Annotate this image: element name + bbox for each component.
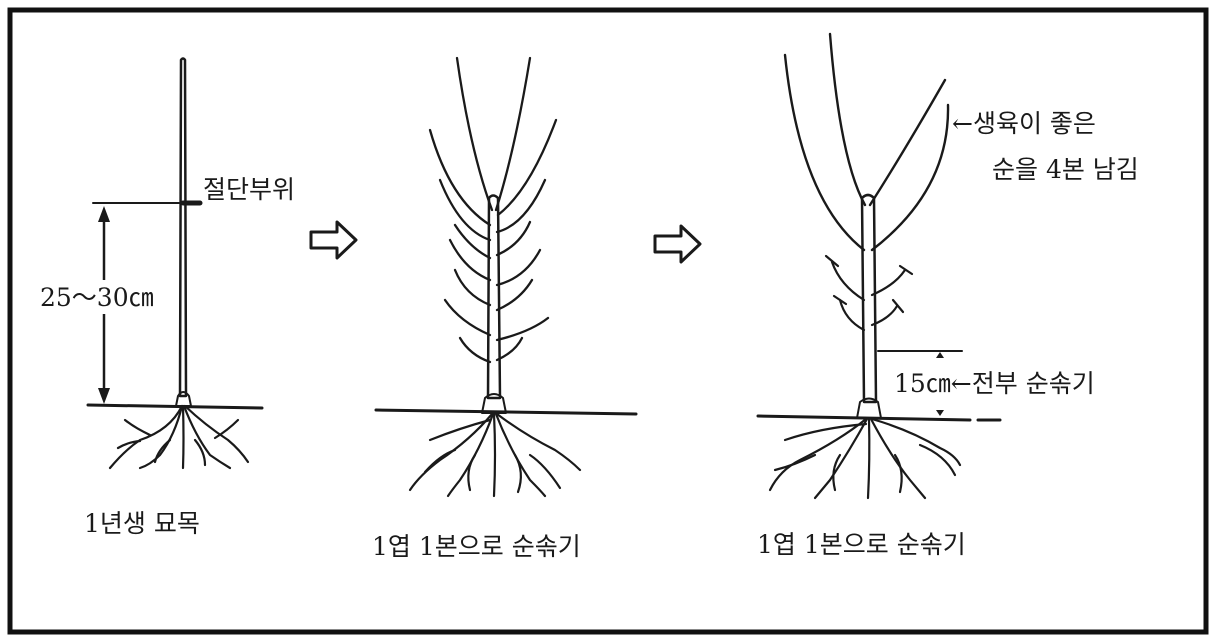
stage1-root-collar	[176, 392, 191, 406]
stage3-thin-arrow-up	[936, 352, 944, 358]
stage1-stem	[180, 59, 186, 397]
diagram-frame	[10, 10, 1206, 632]
stage2-roots	[410, 414, 580, 496]
stage3-shoot-selection: ←생육이 좋은 순을 4본 남김 15㎝←전부 순솎기 1엽 1본으로 순솎기	[757, 34, 1165, 559]
stage3-thin-arrow-down	[936, 410, 944, 416]
stage1-seedling: 절단부위 25～30㎝ 1년생 묘목	[38, 59, 295, 539]
stage1-height-label: 25～30㎝	[40, 283, 154, 312]
stage3-thin-label: 15㎝←전부 순솎기	[894, 369, 1095, 398]
stage1-height-arrow-down	[98, 388, 110, 404]
stage3-caption: 1엽 1본으로 순솎기	[757, 530, 966, 559]
stage2-shoot-thinning: 1엽 1본으로 순솎기	[372, 58, 636, 561]
stage3-stem	[862, 195, 876, 402]
stage1-height-arrow-up	[98, 206, 110, 222]
right-arrow-icon	[655, 226, 700, 262]
stage3-removed-shoot-stubs	[826, 256, 912, 330]
right-arrow-icon	[311, 222, 356, 258]
stage2-caption: 1엽 1본으로 순솎기	[372, 532, 581, 561]
stage3-kept-shoots	[785, 34, 948, 250]
stage3-keep-label-line2: 순을 4본 남김	[992, 155, 1139, 184]
stage1-ground-line	[88, 405, 262, 408]
stage3-keep-label-line1: ←생육이 좋은	[952, 109, 1096, 138]
stage2-shoots	[430, 58, 556, 362]
stage1-roots	[110, 406, 248, 468]
stage3-roots	[770, 419, 960, 498]
stage1-cut-label: 절단부위	[203, 175, 295, 204]
stage1-caption: 1년생 묘목	[84, 509, 200, 538]
